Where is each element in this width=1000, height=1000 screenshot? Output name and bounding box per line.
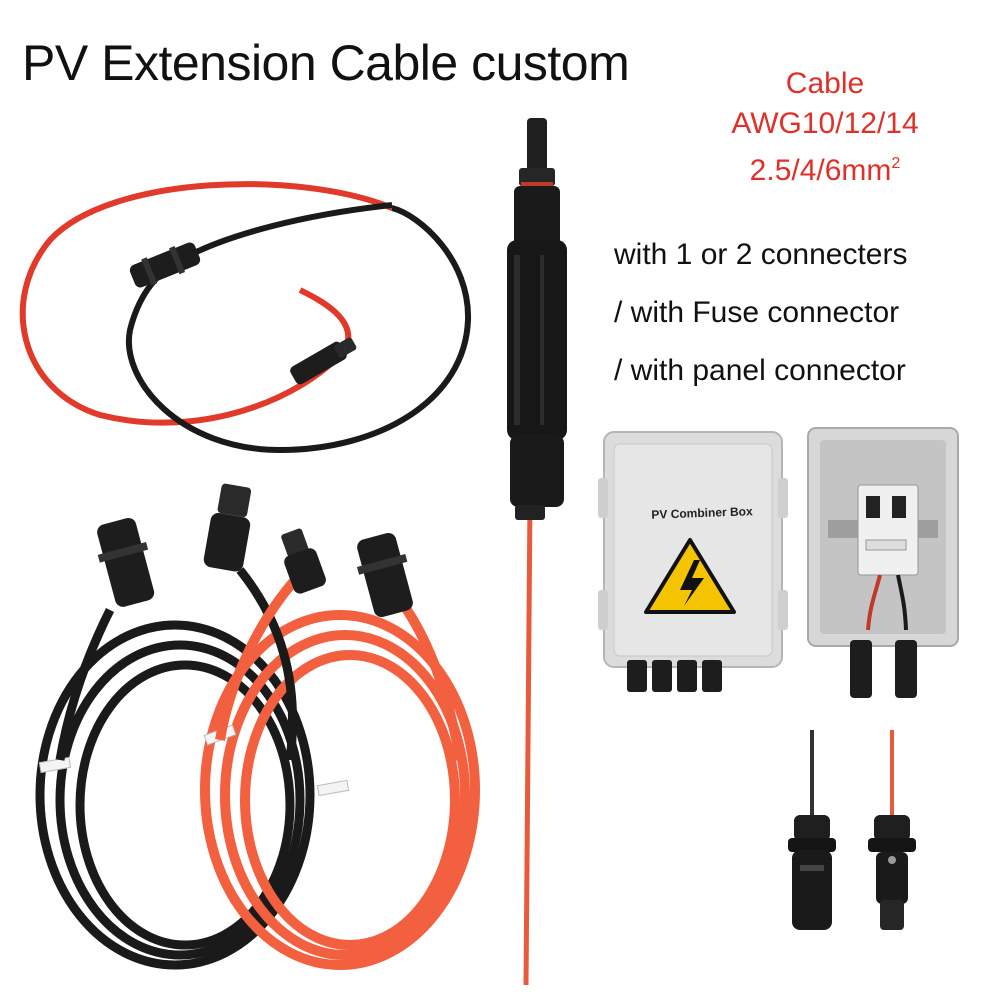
cable-spec: Cable AWG10/12/14 2.5/4/6mm2 <box>690 64 960 191</box>
panel-connector-male <box>868 815 916 930</box>
mc4-connector-mid <box>290 337 357 385</box>
mc4-connector-black-female <box>97 517 155 607</box>
option-item-panel: / with panel connector <box>614 354 906 387</box>
red-black-cable-loop <box>19 181 472 454</box>
black-cable <box>125 205 472 454</box>
pv-combiner-box-open <box>807 427 959 698</box>
high-voltage-warning-icon <box>644 538 736 614</box>
black-cable-coil <box>35 620 315 970</box>
spec-line-mm: 2.5/4/6mm2 <box>690 144 960 191</box>
pv-combiner-box-closed <box>598 431 788 692</box>
spec-mm-superscript: 2 <box>891 155 901 172</box>
page-title: PV Extension Cable custom <box>22 35 630 91</box>
option-item-connecters: with 1 or 2 connecters <box>614 238 908 271</box>
orange-cable-coil <box>200 610 480 970</box>
spec-mm-value: 2.5/4/6mm <box>749 154 892 187</box>
mc4-connector-black-male <box>203 483 252 572</box>
red-cable <box>19 181 394 426</box>
panel-connector-female <box>788 815 836 930</box>
mc4-connector-top <box>129 242 201 288</box>
spec-line-awg: AWG10/12/14 <box>731 107 919 140</box>
mc4-connector-red-male <box>281 528 326 594</box>
option-item-fuse: / with Fuse connector <box>614 296 900 329</box>
panel-connectors <box>788 730 916 930</box>
option-list: with 1 or 2 connecters / with Fuse conne… <box>614 226 907 400</box>
spec-line-cable: Cable <box>785 67 865 100</box>
combiner-box-connectors <box>627 660 722 692</box>
inline-fuse-connector <box>507 118 567 986</box>
coiled-cables <box>35 483 480 970</box>
mc4-connector-red-female <box>356 532 413 618</box>
